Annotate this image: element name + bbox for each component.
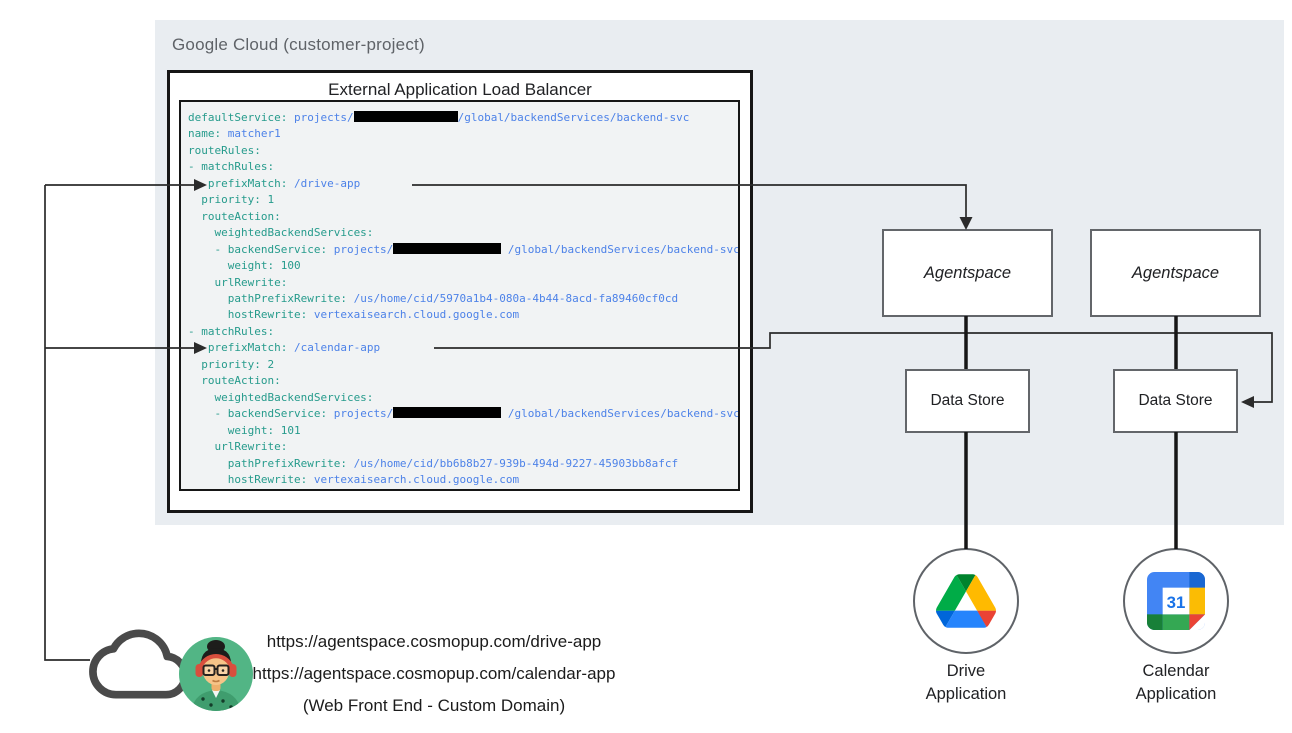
datastore-box-right: Data Store [1113, 369, 1238, 433]
google-calendar-icon: 31 [1147, 572, 1205, 630]
datastore-box-left: Data Store [905, 369, 1030, 433]
frontend-urls: https://agentspace.cosmopup.com/drive-ap… [238, 626, 630, 722]
url-map-code-block: defaultService: projects//global/backend… [179, 100, 740, 491]
drive-application-circle [913, 548, 1019, 654]
agentspace-box-right: Agentspace [1090, 229, 1261, 317]
agentspace-right-label: Agentspace [1131, 263, 1220, 282]
load-balancer-title: External Application Load Balancer [328, 80, 592, 99]
calendar-application-circle: 31 [1123, 548, 1229, 654]
yaml-config: defaultService: projects//global/backend… [188, 111, 740, 486]
drive-application-label: Drive Application [925, 662, 1007, 703]
frontend-feedback-line [44, 185, 90, 661]
agentspace-left-label: Agentspace [923, 263, 1012, 282]
datastore-right-label: Data Store [1138, 392, 1213, 409]
calendar-application-label: Calendar Application [1135, 662, 1217, 703]
google-drive-icon [936, 574, 996, 628]
calendar-url: https://agentspace.cosmopup.com/calendar… [252, 664, 616, 683]
svg-text:31: 31 [1167, 593, 1186, 612]
agentspace-box-left: Agentspace [882, 229, 1053, 317]
user-avatar [179, 637, 253, 711]
drive-url: https://agentspace.cosmopup.com/drive-ap… [266, 632, 602, 651]
frontend-caption: (Web Front End - Custom Domain) [302, 696, 566, 715]
datastore-left-label: Data Store [930, 392, 1005, 409]
google-cloud-label: Google Cloud (customer-project) [172, 35, 425, 54]
